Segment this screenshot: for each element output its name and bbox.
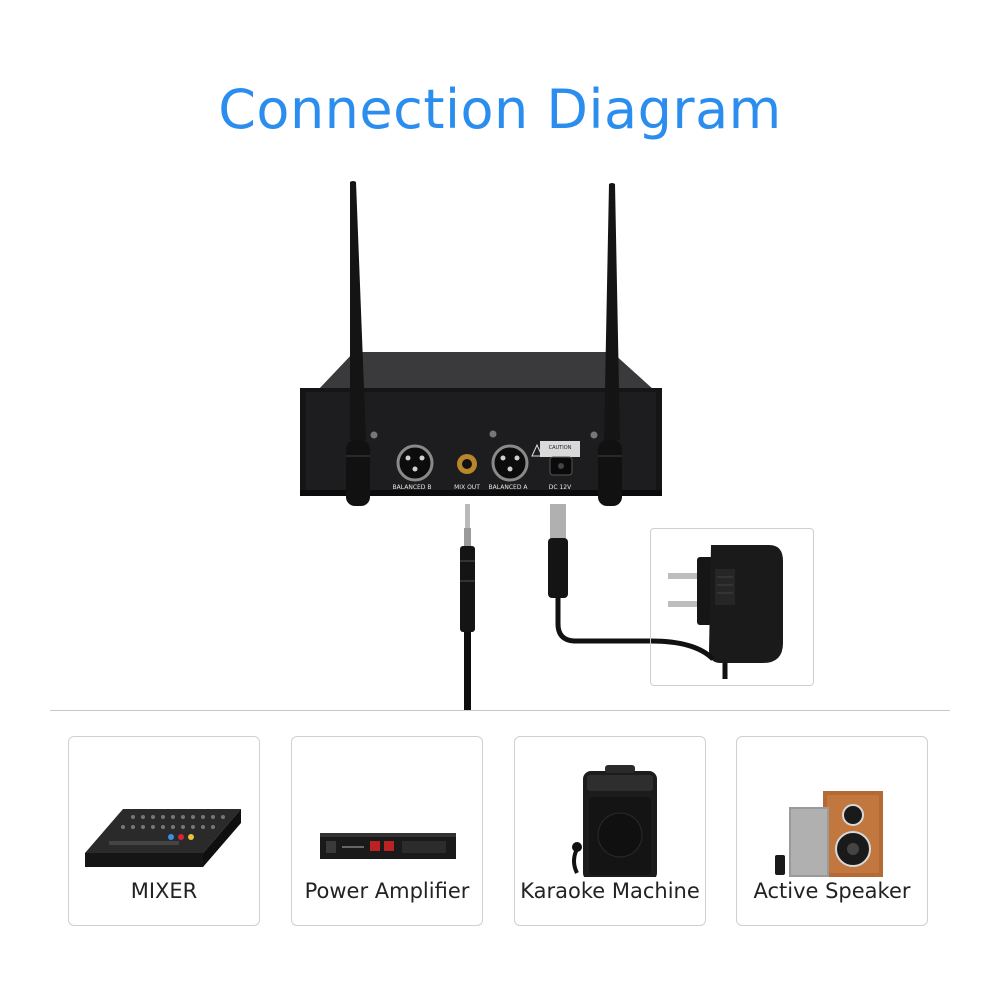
xlr-port-balanced-a [491,444,529,482]
port-label-balanced-a: BALANCED A [489,484,529,491]
antenna-left [346,181,370,506]
xlr-port-balanced-b [396,444,434,482]
device-card-power-amplifier: Power Amplifier [291,736,483,926]
section-divider [50,710,950,711]
device-label: Karaoke Machine [520,879,700,903]
device-card-mixer: MIXER [68,736,260,926]
device-label: Active Speaker [753,879,911,903]
device-label: Power Amplifier [304,879,470,903]
caution-label: CAUTION [531,441,580,457]
audio-cable-plug [460,504,475,710]
page-title: Connection Diagram [218,78,782,141]
device-label: MIXER [130,879,198,903]
power-amplifier-icon [320,833,456,859]
dc-power-cable [548,504,652,644]
mixer-icon [85,809,241,867]
port-label-mix-out: MIX OUT [454,484,480,491]
power-adapter-panel [650,528,814,686]
karaoke-machine-icon [572,765,657,877]
screw-icon [370,431,378,439]
power-adapter-icon [650,545,783,679]
dc-power-jack [549,456,573,476]
port-label-balanced-b: BALANCED B [393,484,432,491]
mix-out-jack [457,454,477,474]
antenna-right [598,183,622,506]
screw-icon [590,431,598,439]
screw-icon [489,430,497,438]
active-speaker-icon [775,791,883,877]
device-card-karaoke-machine: Karaoke Machine [514,736,706,926]
device-card-active-speaker: Active Speaker [736,736,928,926]
caution-text: CAUTION [549,445,572,451]
connection-diagram: CAUTION BALANCED B MIX OUT BALANCED A DC… [300,181,662,710]
port-label-dc: DC 12V [549,484,572,491]
